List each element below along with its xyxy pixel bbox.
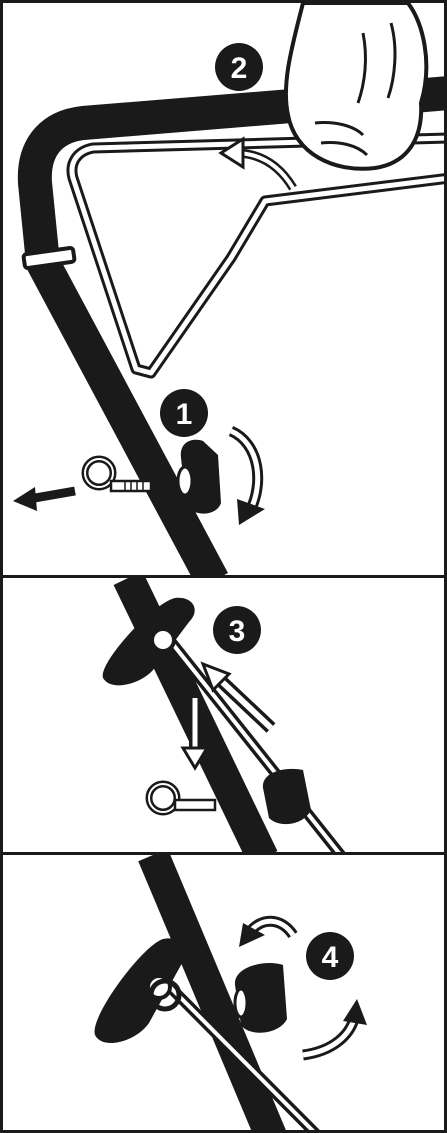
panel-steps-1-2-illustration: 2 1 (3, 3, 447, 578)
panel-step-3: 3 (0, 575, 447, 855)
step-badge-3: 3 (213, 606, 261, 654)
curved-arrow-icon (239, 921, 293, 947)
inner-frame-wire-core (72, 138, 447, 373)
eye-bolt-icon (149, 784, 215, 812)
panel-steps-1-2: 2 1 (0, 0, 447, 578)
svg-text:3: 3 (229, 615, 246, 648)
panel-step-3-illustration: 3 (3, 578, 447, 855)
rear-knob (263, 769, 311, 824)
hand-icon (286, 3, 426, 169)
step-badge-2: 2 (215, 43, 263, 91)
panel-step-4: 4 (0, 852, 447, 1133)
svg-text:2: 2 (231, 52, 248, 85)
step-badge-4: 4 (306, 932, 354, 980)
svg-text:4: 4 (322, 941, 339, 974)
rotate-arrow-icon (231, 431, 265, 525)
rotate-arrow-icon (303, 999, 367, 1055)
svg-text:1: 1 (176, 398, 193, 431)
step-badge-1: 1 (160, 389, 208, 437)
straight-arrow-icon (13, 487, 75, 511)
panel-step-4-illustration: 4 (3, 855, 447, 1133)
